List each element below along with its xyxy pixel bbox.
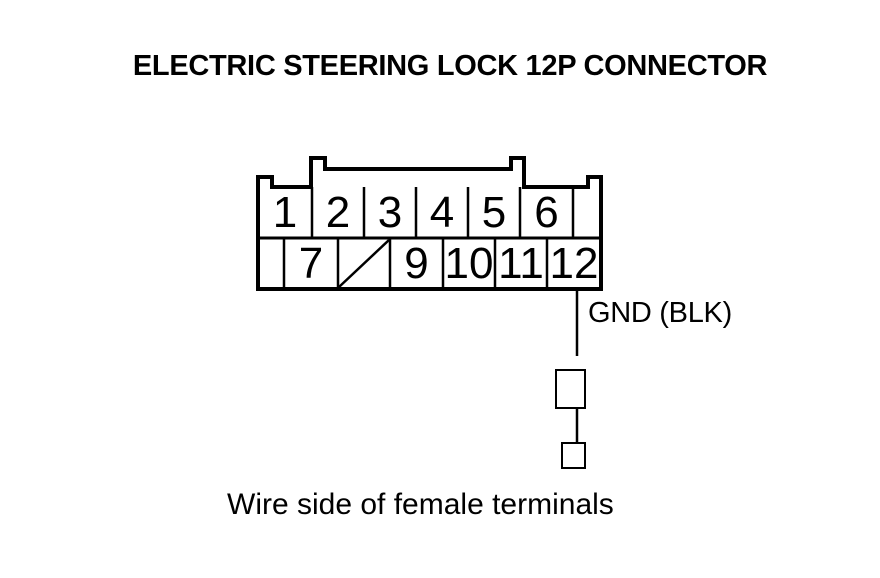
terminal-symbol-large bbox=[555, 369, 586, 409]
pin-cell-1: 1 bbox=[272, 188, 298, 237]
pin-cell-4: 4 bbox=[429, 188, 455, 237]
no-terminal-slash bbox=[338, 239, 390, 288]
top-row-cell-dividers bbox=[310, 187, 575, 238]
pin-cell-6: 6 bbox=[534, 188, 559, 237]
pin-cell-10: 10 bbox=[444, 239, 494, 288]
pin-cell-5: 5 bbox=[481, 188, 507, 237]
pin-cell-3: 3 bbox=[377, 188, 403, 237]
pin-cell-11: 11 bbox=[498, 239, 544, 288]
pin-cell-7: 7 bbox=[298, 239, 324, 288]
gnd-wire-label: GND (BLK) bbox=[588, 297, 732, 329]
pin-cell-9: 9 bbox=[404, 239, 429, 288]
connector-body-outline bbox=[256, 156, 603, 291]
terminal-symbol-small bbox=[561, 442, 586, 469]
diagram-title: ELECTRIC STEERING LOCK 12P CONNECTOR bbox=[132, 50, 768, 82]
pin-cell-12: 12 bbox=[549, 239, 599, 288]
pin-cell-2: 2 bbox=[325, 188, 351, 237]
diagram-caption: Wire side of female terminals bbox=[227, 488, 614, 521]
bottom-row-cell-dividers bbox=[282, 238, 549, 289]
